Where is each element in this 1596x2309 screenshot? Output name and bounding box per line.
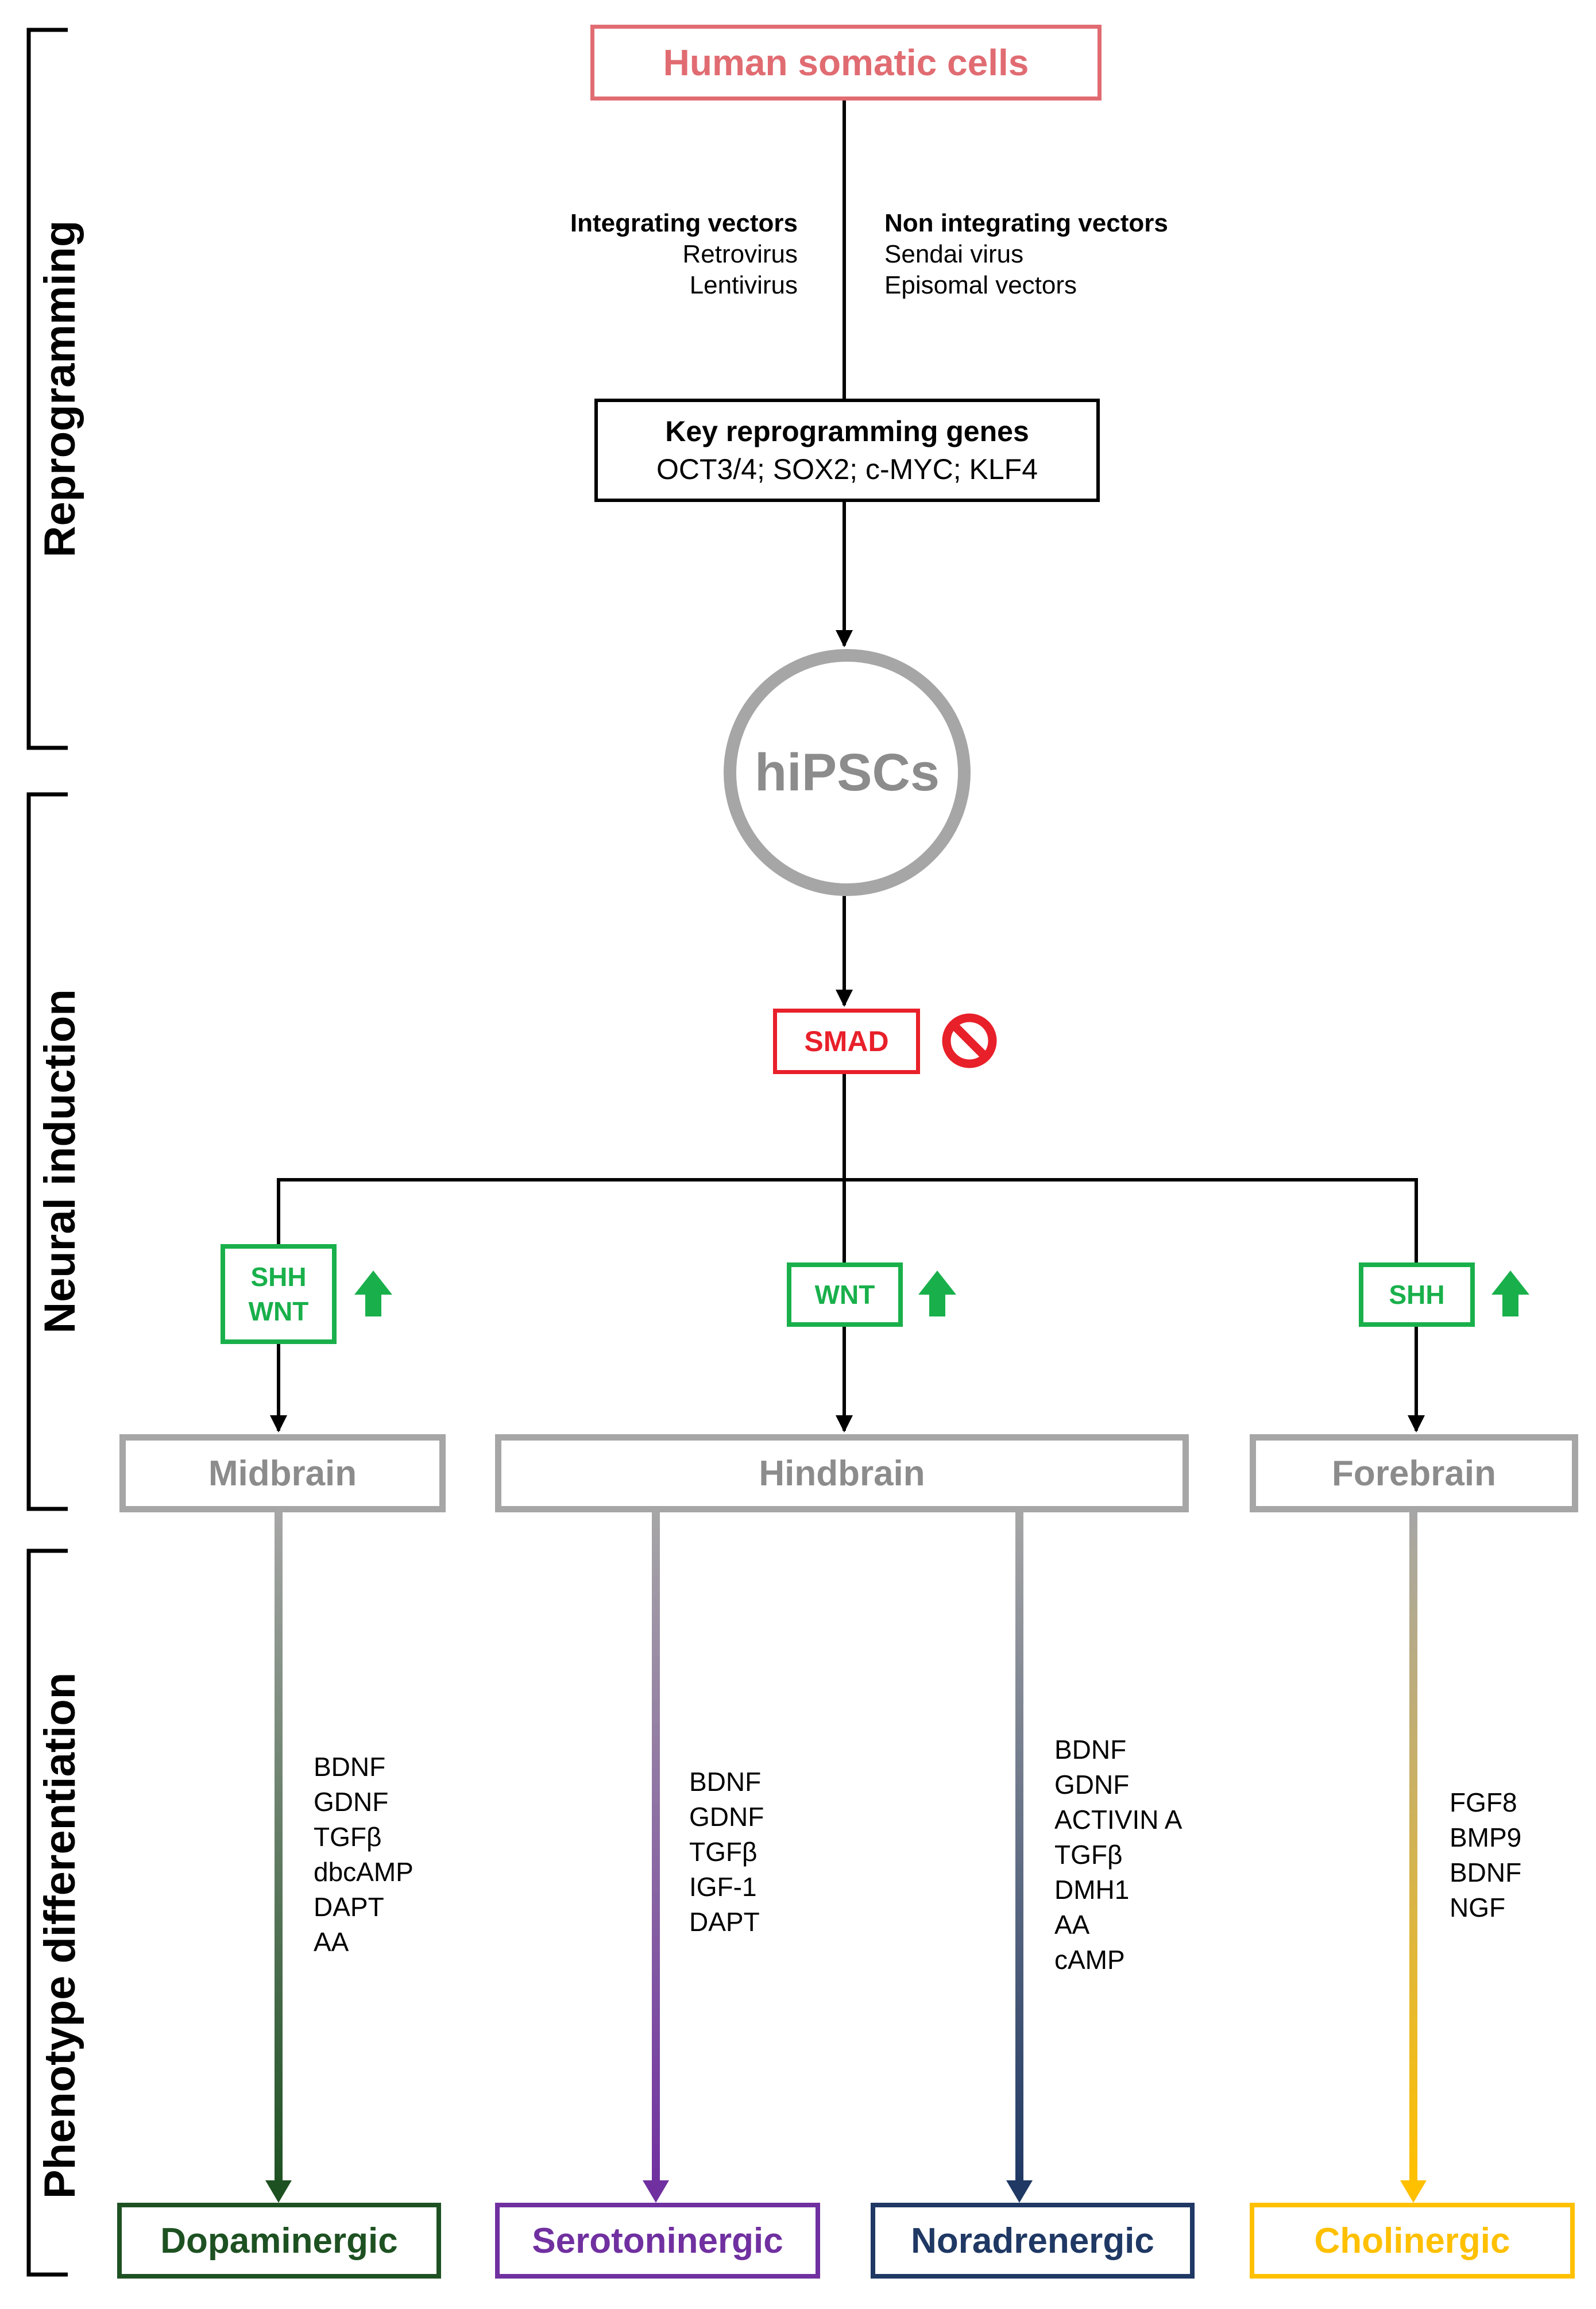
signal-label: SHH bbox=[1389, 1280, 1445, 1310]
integrating-vector-item: Retrovirus bbox=[682, 240, 798, 268]
non-integrating-vector-item: Episomal vectors bbox=[884, 271, 1077, 299]
cholinergic-label: Cholinergic bbox=[1314, 2221, 1510, 2261]
factor-item: DMH1 bbox=[1054, 1875, 1130, 1905]
cholinergic-box: Cholinergic bbox=[1250, 2203, 1575, 2279]
factor-item: TGFβ bbox=[689, 1837, 758, 1867]
factor-item: cAMP bbox=[1054, 1945, 1125, 1975]
reprogramming-bracket bbox=[26, 28, 68, 750]
human-somatic-cells-box: Human somatic cells bbox=[590, 25, 1102, 101]
factor-item: BDNF bbox=[314, 1752, 386, 1782]
factor-item: ACTIVIN A bbox=[1054, 1805, 1182, 1835]
factor-item: FGF8 bbox=[1450, 1787, 1517, 1817]
stage-label-phenotype-differentiation: Phenotype differentiation bbox=[36, 1672, 84, 2199]
noradrenergic-factors: BDNF GDNF ACTIVIN A TGFβ DMH1 AA cAMP bbox=[1054, 1732, 1182, 1978]
factor-item: BDNF bbox=[1054, 1735, 1127, 1764]
key-genes-title: Key reprogramming genes bbox=[665, 415, 1029, 447]
factor-item: dbcAMP bbox=[314, 1857, 414, 1887]
stage-label-neural-induction: Neural induction bbox=[36, 989, 84, 1334]
serotoninergic-box: Serotoninergic bbox=[495, 2203, 820, 2279]
factor-item: NGF bbox=[1450, 1893, 1506, 1922]
up-arrow-icon bbox=[918, 1271, 956, 1316]
signal-label: WNT bbox=[814, 1280, 875, 1310]
factor-item: AA bbox=[1054, 1910, 1090, 1940]
cholinergic-arrow bbox=[1400, 1512, 1427, 2203]
dopaminergic-label: Dopaminergic bbox=[160, 2221, 398, 2261]
forebrain-signal-box: SHH bbox=[1359, 1262, 1475, 1327]
hindbrain-label: Hindbrain bbox=[759, 1453, 925, 1493]
neural-induction-bracket bbox=[26, 792, 68, 1511]
stage-label-reprogramming: Reprogramming bbox=[36, 220, 84, 558]
phenotype-differentiation-bracket bbox=[26, 1549, 68, 2277]
factor-item: GDNF bbox=[1054, 1770, 1130, 1800]
human-somatic-cells-label: Human somatic cells bbox=[663, 42, 1029, 83]
midbrain-signal-box: SHH WNT bbox=[221, 1244, 337, 1344]
dopaminergic-box: Dopaminergic bbox=[117, 2203, 441, 2279]
hipscs-label: hiPSCs bbox=[754, 743, 940, 802]
midbrain-label: Midbrain bbox=[208, 1453, 357, 1493]
serotoninergic-label: Serotoninergic bbox=[532, 2221, 783, 2261]
hindbrain-signal-box: WNT bbox=[787, 1262, 903, 1327]
non-integrating-vectors-block: Non integrating vectors Sendai virus Epi… bbox=[884, 208, 1168, 301]
factor-item: BMP9 bbox=[1450, 1823, 1522, 1852]
factor-item: TGFβ bbox=[314, 1822, 382, 1852]
non-integrating-vectors-title: Non integrating vectors bbox=[884, 209, 1168, 237]
forebrain-label: Forebrain bbox=[1332, 1453, 1496, 1493]
prohibition-icon bbox=[942, 1013, 997, 1068]
integrating-vector-item: Lentivirus bbox=[689, 271, 798, 299]
noradrenergic-label: Noradrenergic bbox=[911, 2221, 1154, 2261]
noradrenergic-box: Noradrenergic bbox=[871, 2203, 1195, 2279]
key-genes-list: OCT3/4; SOX2; c-MYC; KLF4 bbox=[656, 453, 1038, 485]
forebrain-box: Forebrain bbox=[1250, 1434, 1578, 1512]
noradrenergic-arrow bbox=[1006, 1512, 1033, 2203]
factor-item: GDNF bbox=[689, 1802, 764, 1832]
hindbrain-box: Hindbrain bbox=[495, 1434, 1189, 1512]
serotoninergic-arrow bbox=[643, 1512, 669, 2203]
integrating-vectors-block: Integrating vectors Retrovirus Lentiviru… bbox=[570, 208, 798, 301]
factor-item: GDNF bbox=[314, 1787, 389, 1817]
integrating-vectors-title: Integrating vectors bbox=[570, 209, 798, 237]
up-arrow-icon bbox=[1491, 1271, 1529, 1316]
factor-item: DAPT bbox=[314, 1892, 384, 1922]
non-integrating-vector-item: Sendai virus bbox=[884, 240, 1024, 268]
factor-item: IGF-1 bbox=[689, 1872, 757, 1902]
factor-item: AA bbox=[314, 1927, 349, 1957]
key-reprogramming-genes-box: Key reprogramming genes OCT3/4; SOX2; c-… bbox=[594, 399, 1100, 502]
serotoninergic-factors: BDNF GDNF TGFβ IGF-1 DAPT bbox=[689, 1764, 764, 1940]
dopaminergic-arrow bbox=[265, 1512, 292, 2203]
smad-label: SMAD bbox=[804, 1025, 889, 1057]
midbrain-box: Midbrain bbox=[119, 1434, 446, 1512]
dopaminergic-factors: BDNF GDNF TGFβ dbcAMP DAPT AA bbox=[314, 1750, 414, 1960]
smad-box: SMAD bbox=[773, 1009, 920, 1074]
factor-item: BDNF bbox=[1450, 1858, 1522, 1887]
factor-item: DAPT bbox=[689, 1907, 760, 1937]
signal-label: WNT bbox=[248, 1296, 309, 1326]
cholinergic-factors: FGF8 BMP9 BDNF NGF bbox=[1450, 1785, 1521, 1925]
signal-label: SHH bbox=[250, 1262, 307, 1292]
factor-item: TGFβ bbox=[1054, 1840, 1123, 1870]
factor-item: BDNF bbox=[689, 1767, 762, 1797]
up-arrow-icon bbox=[354, 1271, 392, 1316]
hipscs-circle: hiPSCs bbox=[724, 649, 971, 896]
